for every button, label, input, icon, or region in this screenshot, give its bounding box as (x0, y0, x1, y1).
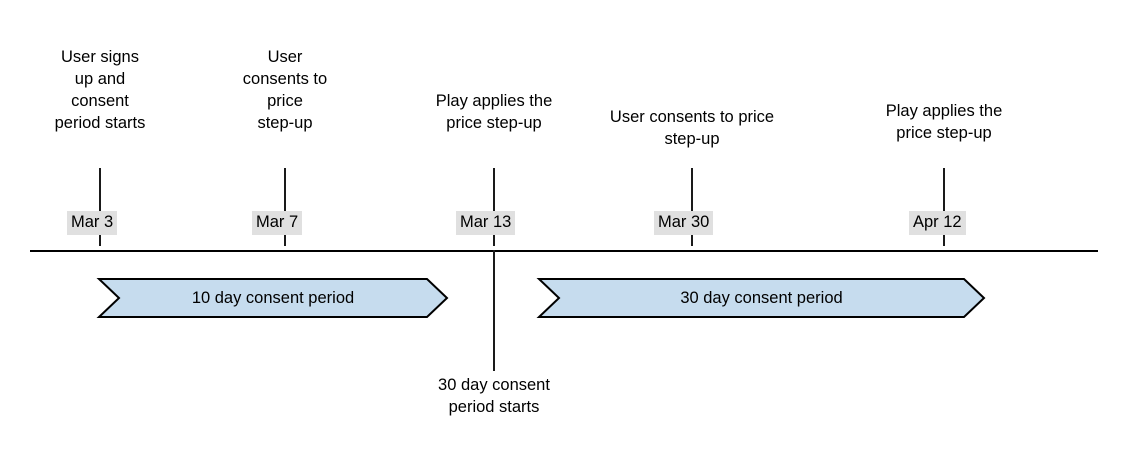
event-date-mar-30: Mar 30 (654, 211, 714, 235)
timeline-axis (30, 250, 1098, 252)
footnote-label-thirty-day-consent-period-starts: 30 day consent period starts (438, 376, 550, 416)
event-tick-mar-30 (691, 168, 693, 246)
event-label-mar-13: Play applies the price step-up (435, 92, 553, 132)
event-tick-mar-3 (99, 168, 101, 246)
footnote-connector-line (493, 250, 495, 371)
event-label-apr-12: Play applies the price step-up (885, 102, 1003, 142)
event-label-mar-7: User consents to price step-up (242, 48, 328, 132)
band-chevron-shape (538, 278, 985, 318)
event-tick-mar-13 (493, 168, 495, 246)
event-tick-apr-12 (943, 168, 945, 246)
band-chevron-shape (98, 278, 448, 318)
event-label-mar-3: User signs up and consent period starts (54, 48, 146, 132)
event-date-apr-12: Apr 12 (909, 211, 966, 235)
event-date-mar-3: Mar 3 (67, 211, 118, 235)
band-thirty-day-consent-period: 30 day consent period (538, 278, 985, 318)
event-date-mar-7: Mar 7 (252, 211, 303, 235)
band-ten-day-consent-period: 10 day consent period (98, 278, 448, 318)
event-label-mar-30: User consents to price step-up (609, 108, 775, 148)
event-tick-mar-7 (284, 168, 286, 246)
event-date-mar-13: Mar 13 (456, 211, 516, 235)
